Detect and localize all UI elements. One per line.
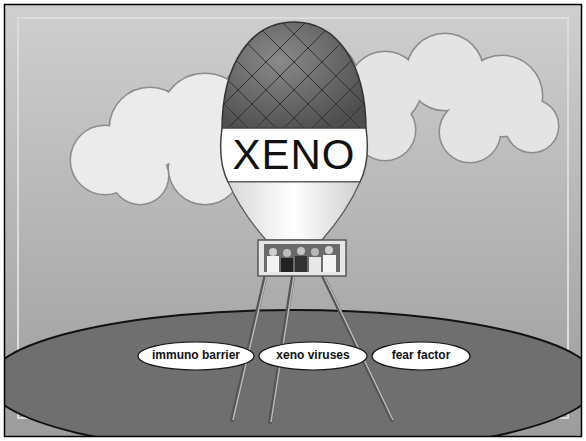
people-photo	[264, 244, 340, 272]
balloon-band	[221, 128, 368, 182]
issue-oval: fear factor	[371, 341, 471, 371]
oval-shape	[138, 342, 254, 370]
oval-shape	[259, 342, 367, 370]
balloon-label: XENO	[222, 128, 366, 182]
balloon-skirt	[228, 182, 360, 240]
slide-frame	[5, 5, 582, 437]
issue-label: immuno barrier	[152, 349, 240, 362]
issue-oval: xeno viruses	[258, 341, 368, 371]
issue-oval: immuno barrier	[137, 341, 255, 371]
people	[267, 246, 336, 272]
basket	[258, 240, 346, 276]
balloon-legs-highlight	[233, 274, 393, 422]
balloon-dome	[222, 22, 366, 130]
dome-netting	[166, 4, 422, 140]
issue-label: xeno viruses	[276, 349, 349, 362]
oval-shape	[372, 342, 470, 370]
balloon-title: XENO	[232, 134, 355, 176]
ground	[4, 310, 582, 437]
issue-label: fear factor	[392, 349, 451, 362]
balloon-legs	[232, 274, 392, 422]
